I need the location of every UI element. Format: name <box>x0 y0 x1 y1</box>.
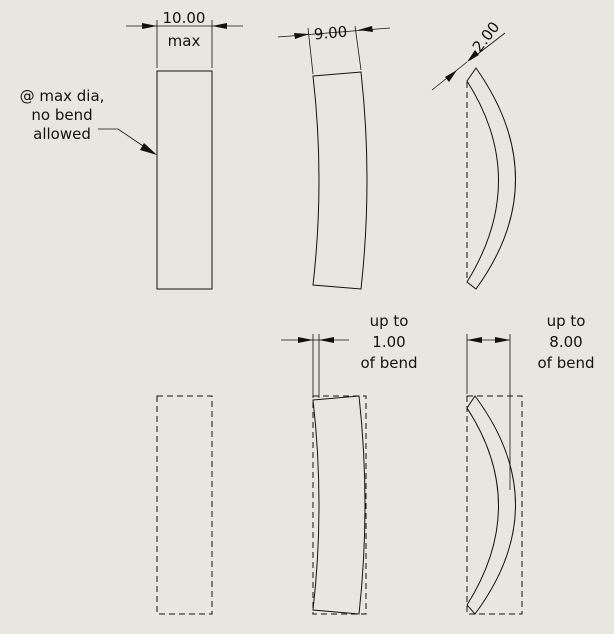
arc-part-outline <box>466 67 516 290</box>
note-max-dia: @ max dia, no bend allowed <box>20 87 157 155</box>
dim-10-suffix: max <box>168 32 201 50</box>
bend-small-outline <box>312 395 366 615</box>
note-line-2: no bend <box>31 106 92 124</box>
straight-part-outline <box>156 70 213 290</box>
bend-large-outline <box>466 395 516 615</box>
dim-bend-1-line3: of bend <box>360 354 417 372</box>
note-line-3: allowed <box>33 125 91 143</box>
dim-9: 9.00 <box>277 23 391 75</box>
dim-bend-1-line2: 1.00 <box>372 333 405 351</box>
arc-part <box>466 67 516 290</box>
note-leader-arrow <box>140 143 157 155</box>
dim-10-value: 10.00 <box>163 9 206 27</box>
note-line-1: @ max dia, <box>20 87 105 105</box>
dim-9-value: 9.00 <box>313 23 348 44</box>
note-leader <box>98 128 147 149</box>
dim-bend-8-line3: of bend <box>537 354 594 372</box>
dim-bend-8: up to 8.00 of bend <box>466 312 595 490</box>
straight-part <box>156 70 213 290</box>
envelope-middle-outline <box>312 395 367 615</box>
envelope-left <box>156 395 213 615</box>
dim-bend-1-line1: up to <box>370 312 409 330</box>
slight-bend-outline <box>312 71 368 290</box>
dim-10-max: 10.00 max <box>126 9 243 68</box>
dim-bend-8-line1: up to <box>547 312 586 330</box>
envelope-left-outline <box>156 395 213 615</box>
dim-2-value: 2.00 <box>469 18 504 55</box>
bend-check-small <box>312 395 367 615</box>
slight-bend-part <box>312 71 368 290</box>
bend-check-large <box>466 395 523 615</box>
dim-bend-8-line2: 8.00 <box>549 333 582 351</box>
dim-bend-1: up to 1.00 of bend <box>281 312 418 398</box>
envelope-right-outline <box>466 395 523 615</box>
